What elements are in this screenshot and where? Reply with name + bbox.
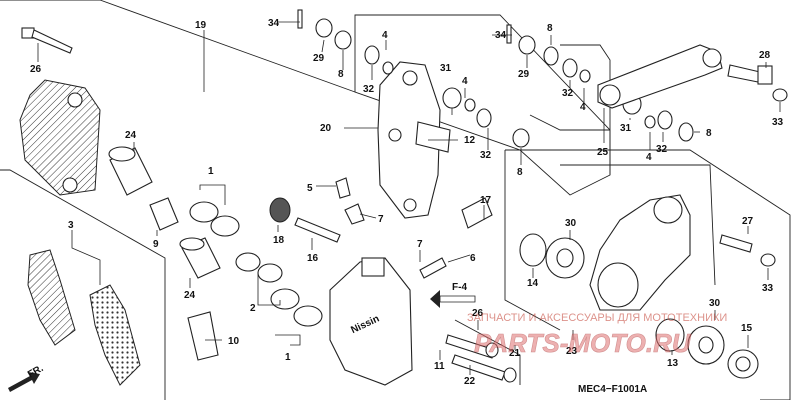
part-nuts — [315, 18, 536, 55]
callout-4b: 4 — [462, 76, 468, 87]
callout-17: 17 — [480, 195, 492, 206]
part-9-piston — [149, 197, 179, 231]
part-2-seals — [235, 252, 283, 283]
callout-3: 3 — [68, 220, 74, 231]
part-13-collar — [655, 318, 685, 352]
callout-31: 31 — [440, 63, 452, 74]
part-5-bleeder — [335, 177, 365, 225]
callout-23: 23 — [566, 346, 578, 357]
callout-5: 5 — [307, 183, 313, 194]
callout-25: 25 — [597, 147, 609, 158]
callout-32b: 32 — [480, 150, 492, 161]
section-reference: F-4 — [430, 282, 476, 308]
part-24-piston — [108, 146, 153, 196]
section-ref-label: F-4 — [452, 282, 467, 293]
part-16-pin — [294, 217, 341, 243]
callout-34b: 34 — [495, 30, 507, 41]
callout-34: 34 — [268, 18, 280, 29]
part-12-clip — [415, 121, 451, 153]
callout-29: 29 — [313, 53, 325, 64]
part-33-caps — [760, 88, 788, 267]
part-23-caliper-link — [589, 194, 691, 311]
callout-2: 2 — [250, 303, 256, 314]
part-washers — [364, 45, 694, 148]
part-1-seals-upper — [189, 201, 240, 237]
callout-33: 33 — [772, 117, 784, 128]
part-20-bracket — [377, 61, 441, 219]
watermark: ЗАПЧАСТИ И АКСЕССУАРЫ ДЛЯ МОТОТЕХНИКИ PA… — [467, 312, 727, 358]
front-direction-arrow: FR. — [8, 363, 46, 392]
callout-27: 27 — [742, 216, 754, 227]
callout-10: 10 — [228, 336, 240, 347]
part-10-pad-spring — [187, 311, 219, 361]
callout-19: 19 — [195, 20, 207, 31]
callout-30: 30 — [565, 218, 577, 229]
callout-15: 15 — [741, 323, 753, 334]
callout-13: 13 — [667, 358, 679, 369]
watermark-logo: PARTS-MOTO.RU — [474, 328, 692, 358]
callout-1b: 1 — [285, 352, 291, 363]
direction-label: FR. — [26, 363, 46, 381]
part-caliper-body: Nissin — [329, 257, 413, 386]
leader-lines — [37, 21, 781, 375]
callout-18: 18 — [273, 235, 285, 246]
callout-4c: 4 — [580, 102, 586, 113]
callout-31b: 31 — [620, 123, 632, 134]
callout-8b: 8 — [517, 167, 523, 178]
part-25-torque-rod — [597, 44, 723, 109]
callout-32: 32 — [363, 84, 375, 95]
part-28-bolt — [727, 64, 773, 85]
watermark-top-text: ЗАПЧАСТИ И АКСЕССУАРЫ ДЛЯ МОТОТЕХНИКИ — [467, 312, 727, 324]
callout-24: 24 — [125, 130, 137, 141]
callout-4d: 4 — [646, 152, 652, 163]
callout-6: 6 — [470, 253, 476, 264]
part-30-bearings — [545, 237, 725, 365]
callout-1: 1 — [208, 166, 214, 177]
part-27-bolt — [719, 234, 753, 253]
callout-7: 7 — [378, 214, 384, 225]
callout-32d: 32 — [656, 144, 668, 155]
callout-12: 12 — [464, 135, 476, 146]
callout-9: 9 — [153, 239, 159, 250]
callout-21: 21 — [509, 348, 521, 359]
part-24b-piston — [179, 237, 221, 279]
callout-26: 26 — [30, 64, 42, 75]
callout-8d: 8 — [706, 128, 712, 139]
callout-4: 4 — [382, 30, 388, 41]
callout-30b: 30 — [709, 298, 721, 309]
callout-7b: 7 — [417, 239, 423, 250]
callout-16: 16 — [307, 253, 319, 264]
diagram-code: MEC4−F1001A — [578, 384, 647, 395]
part-26-bolt — [21, 27, 73, 54]
part-1-seals-lower — [270, 288, 323, 327]
callouts: 34 29 8 19 26 4 32 31 4 32 20 12 8 34 8 … — [30, 18, 784, 387]
part-17-bolt — [461, 197, 493, 229]
part-19-caliper-cover — [19, 79, 101, 196]
part-18-boot — [269, 197, 291, 223]
callout-33b: 33 — [762, 283, 774, 294]
callout-14: 14 — [527, 278, 539, 289]
callout-20: 20 — [320, 123, 332, 134]
part-14-collar — [519, 233, 547, 267]
part-3-brake-pads — [27, 249, 141, 386]
part-34-cotter-pins — [297, 9, 512, 44]
callout-24b: 24 — [184, 290, 196, 301]
callout-29b: 29 — [518, 69, 530, 80]
callout-32c: 32 — [562, 88, 574, 99]
callout-8: 8 — [338, 69, 344, 80]
callout-26b: 26 — [472, 308, 484, 319]
part-15-seal — [727, 349, 759, 379]
callout-11: 11 — [434, 361, 445, 372]
callout-8c: 8 — [547, 23, 553, 34]
part-6-bolts — [419, 257, 517, 383]
callout-22: 22 — [464, 376, 476, 387]
callout-28: 28 — [759, 50, 771, 61]
